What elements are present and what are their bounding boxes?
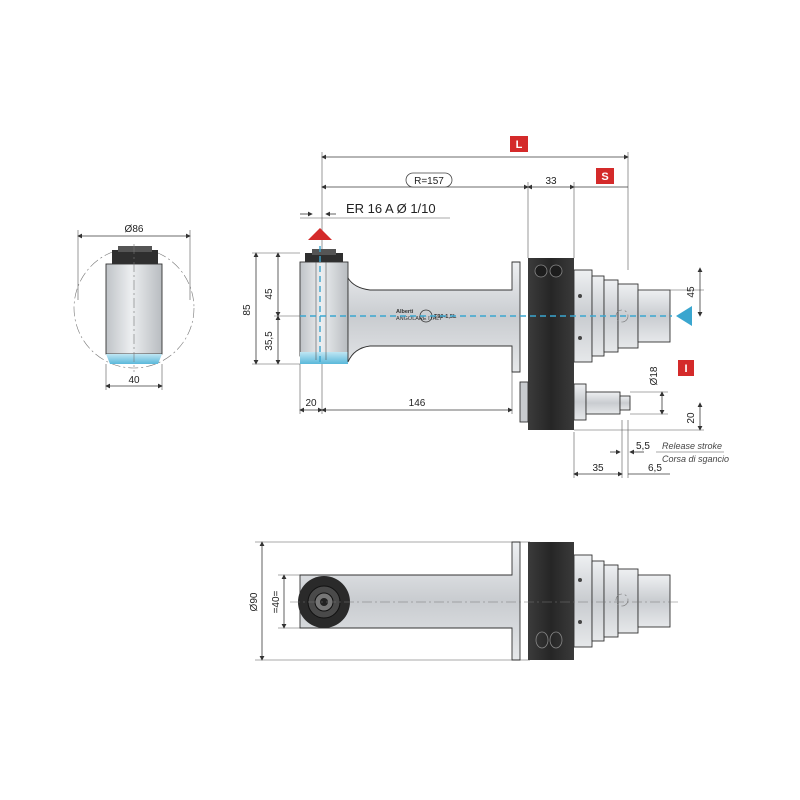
radius-label: R=157 [414, 176, 444, 187]
top-shank [603, 564, 619, 638]
dim-90-label: Ø90 [249, 592, 260, 611]
side-view: Ø86 40 [73, 224, 195, 390]
head-cyan-face [300, 352, 348, 364]
release-stroke-it: Corsa di sgancio [662, 454, 729, 464]
dim-33-label: 33 [545, 176, 557, 187]
dim-45-left-label: 45 [264, 288, 275, 300]
svg-text:I: I [684, 363, 687, 375]
collet-label: ER 16 A Ø 1/10 [346, 201, 436, 216]
dim-45-right-label: 45 [686, 286, 697, 298]
badge-L: L [510, 136, 528, 152]
body-hole-left [534, 264, 548, 278]
model-label: T90-1,5L [434, 314, 457, 320]
front-view: L R=157 33 S ER 16 A Ø 1/10 Alberti ANGO… [242, 136, 729, 478]
dim-85-label: 85 [242, 304, 253, 316]
badge-I: I [678, 360, 694, 376]
dim-6-5-label: 6,5 [648, 463, 662, 474]
svg-text:L: L [516, 139, 523, 151]
dim-5-5-label: 5,5 [636, 441, 650, 452]
svg-text:S: S [601, 171, 608, 183]
dark-body-block [528, 258, 574, 430]
dim-35-5-label: 35,5 [264, 331, 275, 351]
head-housing [299, 261, 349, 357]
brand-label: Alberti [396, 309, 414, 315]
dim-146-label: 146 [409, 398, 426, 409]
red-arrow-top [308, 228, 332, 240]
body-hole-right [549, 264, 563, 278]
dim-40-label: =40= [271, 590, 282, 613]
brand-sub-label: ANGOLARE ITALY [396, 316, 443, 322]
drive-shaft [585, 391, 621, 415]
top-arm-body [299, 541, 521, 661]
badge-S: S [596, 168, 614, 184]
cyan-arrow-right [676, 306, 692, 326]
top-view: Ø90 =40= [249, 541, 680, 661]
release-stroke-en: Release stroke [662, 441, 722, 451]
side-width-label: 40 [128, 375, 140, 386]
side-view-circle [73, 247, 195, 369]
arm-body [347, 261, 521, 373]
dim-35-label: 35 [592, 463, 604, 474]
side-diameter-label: Ø86 [125, 224, 144, 235]
dim-20-bottom-label: 20 [305, 398, 317, 409]
dim-18-label: Ø18 [649, 366, 660, 385]
top-dark-block [528, 542, 574, 660]
side-head-cap [112, 250, 158, 264]
dim-20-right-label: 20 [686, 412, 697, 424]
